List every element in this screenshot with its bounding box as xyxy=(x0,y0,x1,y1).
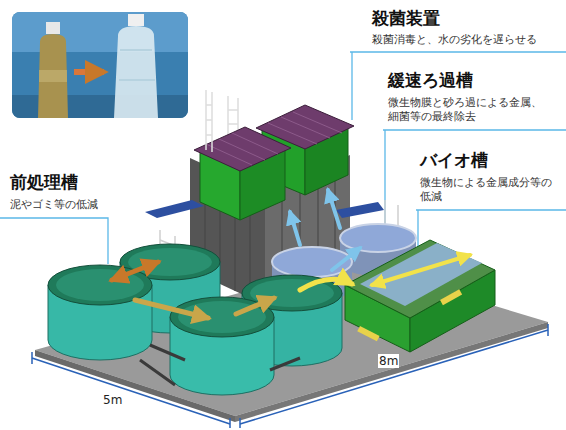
leader-line xyxy=(383,130,566,230)
sterilizer-box xyxy=(206,133,278,165)
flow-arrow xyxy=(332,248,360,270)
dimension-line xyxy=(32,324,548,428)
pretreatment-tank xyxy=(170,297,274,337)
blue-panel xyxy=(336,202,384,218)
photo-inset xyxy=(46,22,60,34)
photo-inset xyxy=(74,69,104,75)
callout-description: 微生物による金属成分等の低減 xyxy=(420,176,560,205)
flow-arrow xyxy=(290,212,300,245)
photo-inset xyxy=(114,26,158,118)
callout-heading: 前処理槽 xyxy=(10,172,78,193)
flow-arrow xyxy=(112,262,158,280)
callout-description: 泥やゴミ等の低減 xyxy=(10,198,105,212)
dimension-line xyxy=(32,352,230,428)
dimension-line xyxy=(240,330,548,424)
callout-heading: 殺菌装置 xyxy=(372,8,440,29)
callout-description: 微生物膜と砂ろ過による金属、細菌等の最終除去 xyxy=(388,96,546,125)
dimension-label: 5m xyxy=(102,393,123,407)
bio-tank xyxy=(440,289,462,305)
flow-arrow xyxy=(112,190,470,318)
base-platform xyxy=(35,262,548,422)
sterilizer-box xyxy=(194,127,291,171)
photo-inset xyxy=(12,12,188,118)
bio-tank xyxy=(357,326,379,341)
flow-arrow xyxy=(300,279,352,290)
flow-arrow xyxy=(372,255,470,285)
pretreatment-tank xyxy=(128,248,212,276)
bio-tank xyxy=(345,240,495,352)
photo-inset xyxy=(119,50,155,80)
pretreatment-tank xyxy=(140,345,300,385)
blue-panel xyxy=(145,200,204,218)
slow-filter-tank xyxy=(340,224,416,252)
dimension-line xyxy=(240,324,548,428)
sterilizer-box xyxy=(206,90,212,152)
photo-inset xyxy=(39,70,67,82)
callout-description: 殺菌消毒と、水の劣化を遅らせる xyxy=(372,33,562,47)
photo-inset xyxy=(12,12,188,118)
flow-arrow xyxy=(236,298,274,314)
pretreatment-tank xyxy=(48,244,342,395)
leader-line xyxy=(0,218,108,264)
photo-inset xyxy=(128,14,144,26)
photo-inset xyxy=(12,12,188,52)
callout-heading: 緩速ろ過槽 xyxy=(388,70,473,91)
dimension-line xyxy=(32,358,230,424)
flow-arrow xyxy=(328,190,340,228)
bio-tank xyxy=(345,240,495,318)
sterilizer-box xyxy=(268,112,342,144)
base-platform xyxy=(35,262,548,416)
leader-line xyxy=(350,52,566,120)
photo-inset xyxy=(38,34,68,118)
flow-arrow xyxy=(135,300,208,318)
callout-heading: バイオ槽 xyxy=(420,150,488,171)
dimension-label: 8m xyxy=(378,354,399,368)
bio-tank xyxy=(360,243,482,306)
